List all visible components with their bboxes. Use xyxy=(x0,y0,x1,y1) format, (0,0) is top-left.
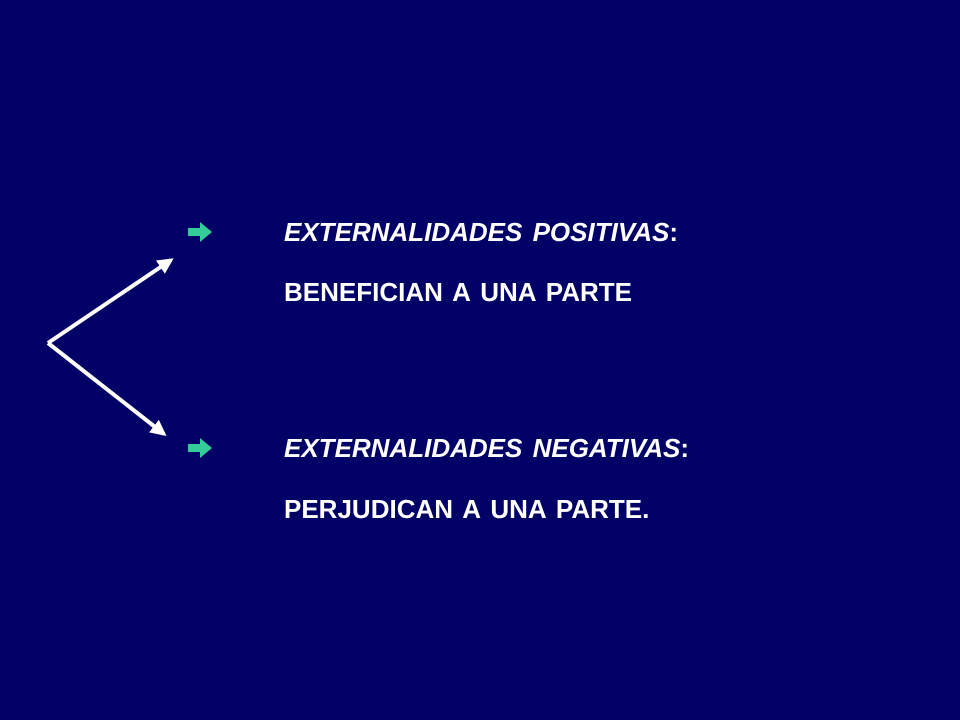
branch-arrow-up xyxy=(46,258,174,345)
heading-text: EXTERNALIDADES NEGATIVAS xyxy=(284,433,681,463)
positive-externalities-description: BENEFICIAN A UNA PARTE xyxy=(284,277,632,307)
negative-externalities-description: PERJUDICAN A UNA PARTE. xyxy=(284,494,650,524)
heading-colon: : xyxy=(669,217,679,247)
heading-colon: : xyxy=(680,433,690,463)
heading-text: EXTERNALIDADES POSITIVAS xyxy=(284,217,670,247)
right-arrow-icon xyxy=(186,220,216,244)
positive-externalities-heading: EXTERNALIDADES POSITIVAS: xyxy=(284,217,678,247)
right-arrow-icon xyxy=(186,436,216,460)
branch-arrow-down xyxy=(46,341,167,436)
negative-externalities-heading: EXTERNALIDADES NEGATIVAS: xyxy=(284,433,689,463)
